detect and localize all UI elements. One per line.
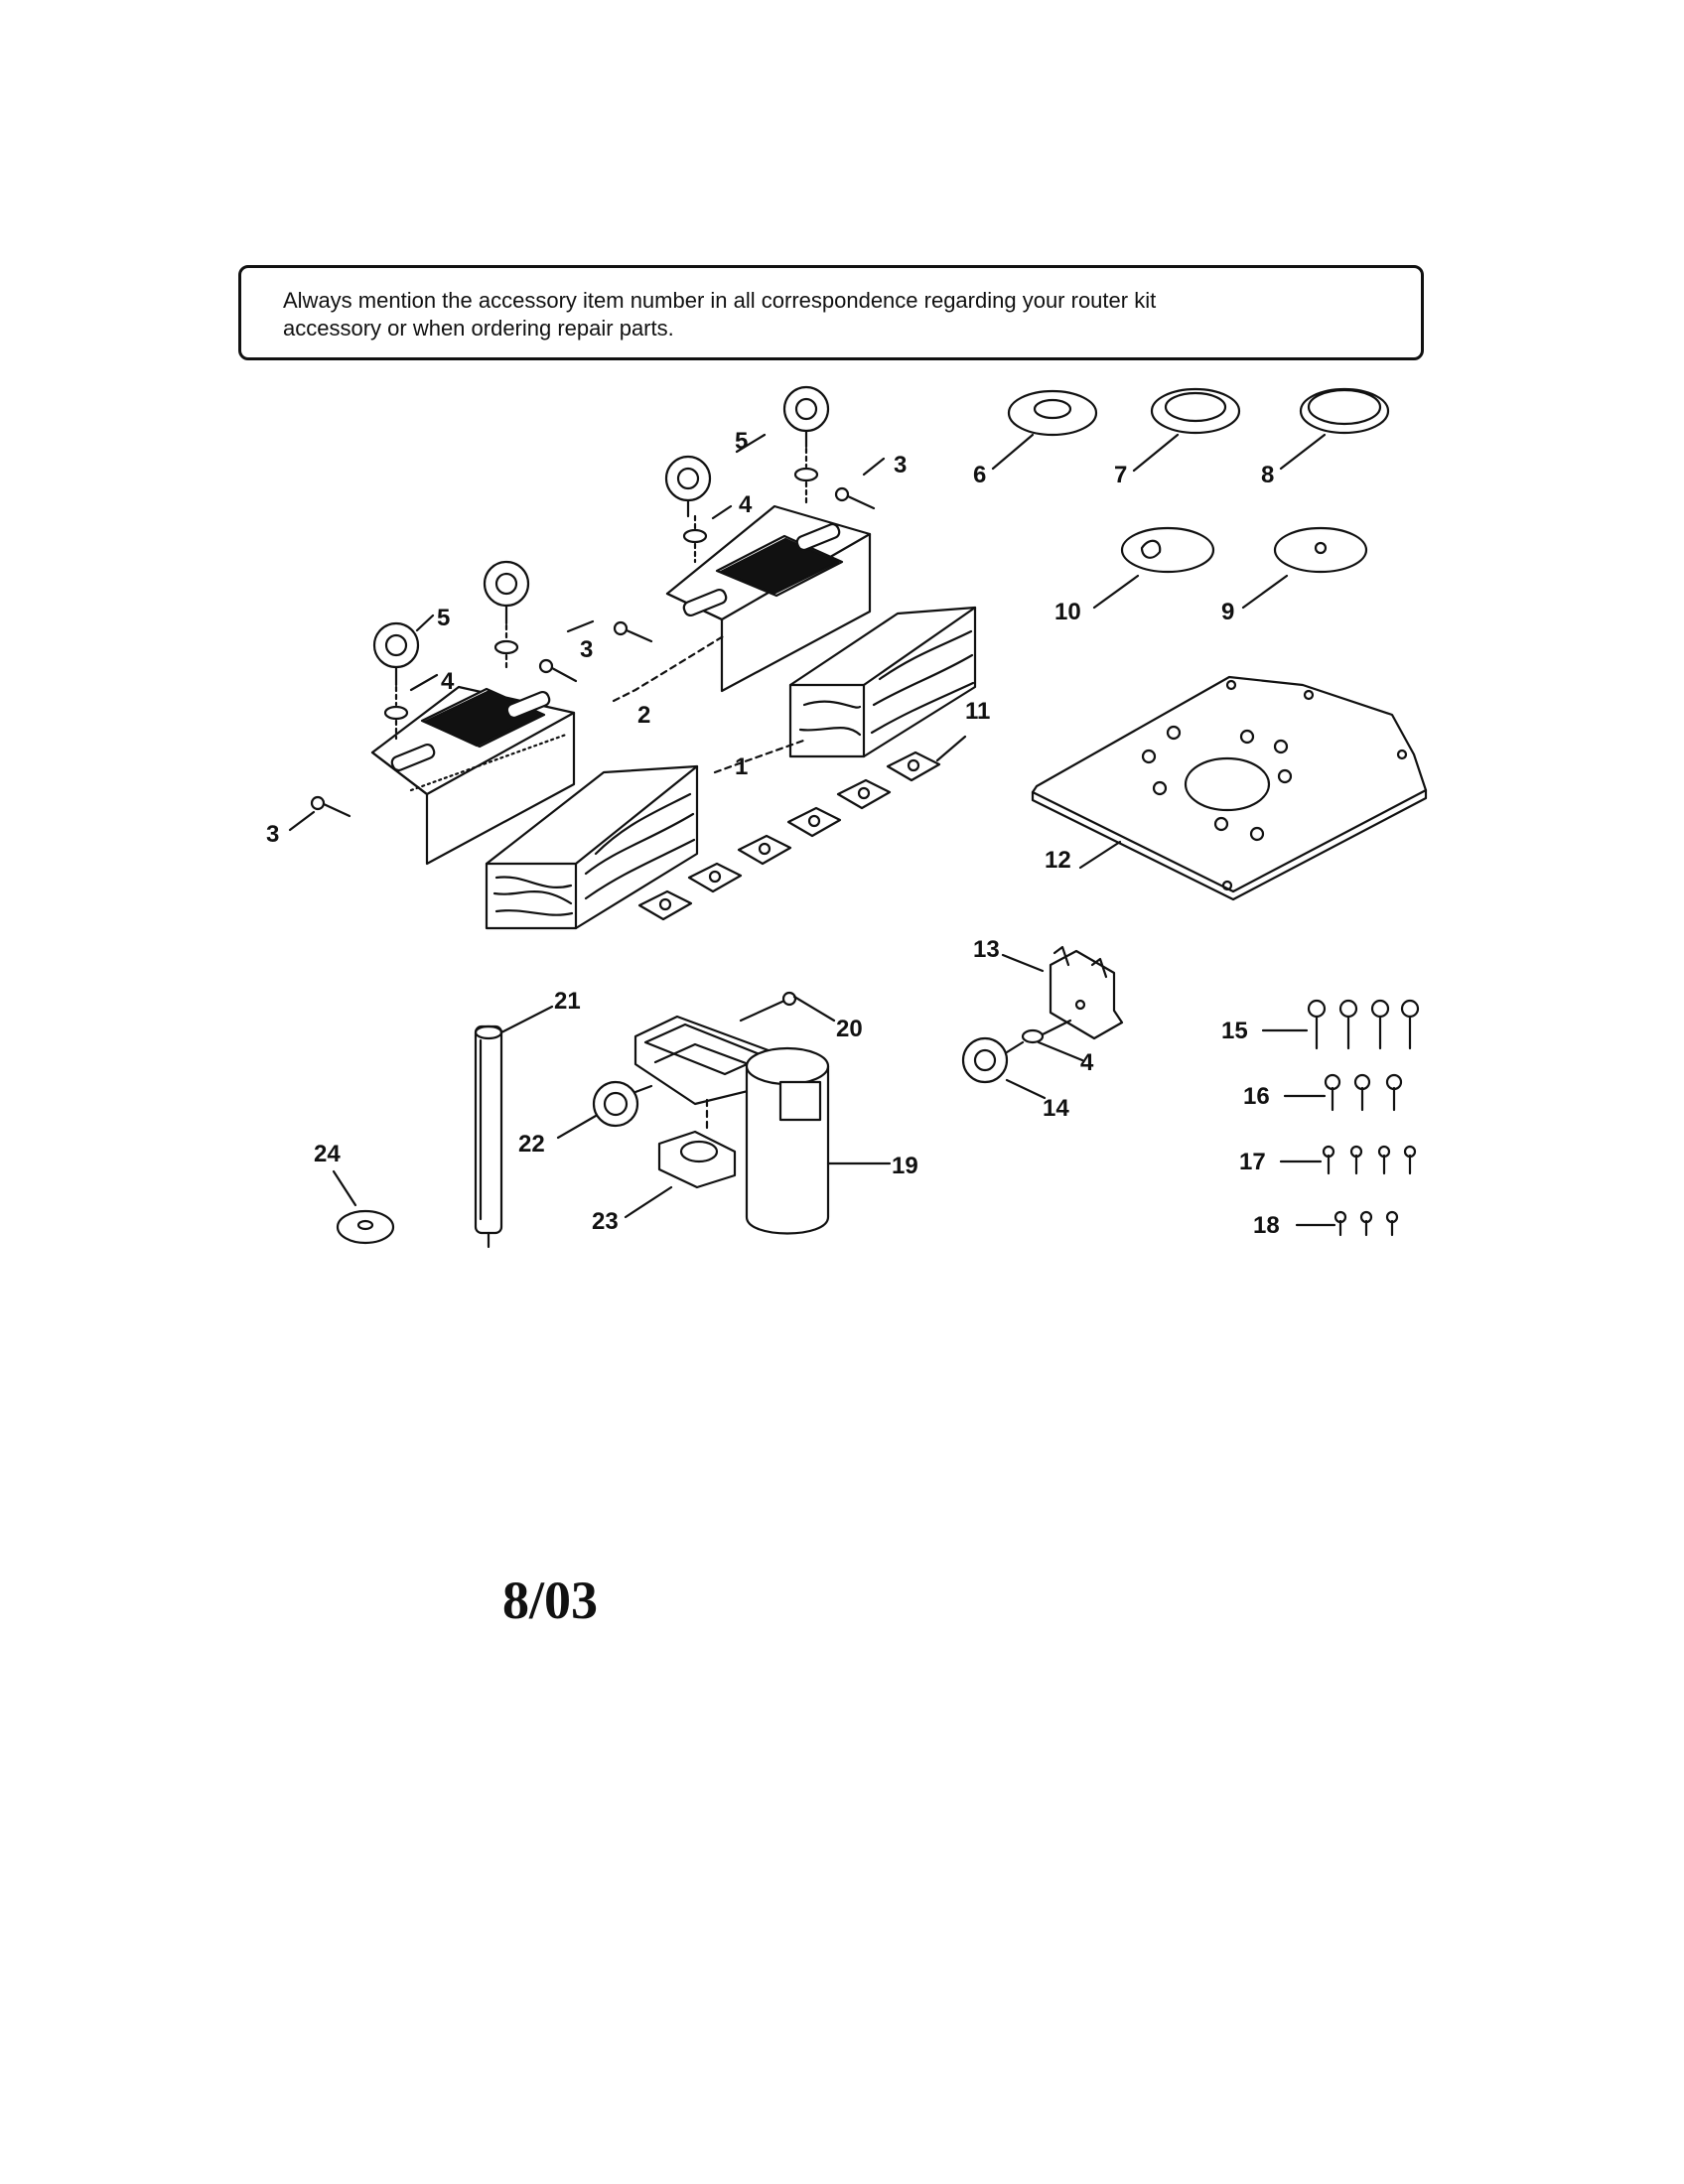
callout-21: 21 <box>554 988 581 1015</box>
callout-6: 6 <box>973 462 986 488</box>
washer-left-rear <box>493 639 519 655</box>
callout-17: 17 <box>1239 1149 1266 1175</box>
screw-3-mid <box>538 658 578 683</box>
callout-5-left: 5 <box>437 605 450 631</box>
callout-3-left: 3 <box>266 821 279 848</box>
base-plate-12 <box>1031 675 1428 901</box>
notice-box: Always mention the accessory item number… <box>238 265 1424 360</box>
callout-15: 15 <box>1221 1018 1248 1044</box>
knob-left-rear <box>483 560 530 625</box>
knob-right-rear <box>782 385 830 449</box>
knob-14 <box>961 1028 1045 1084</box>
screws-18 <box>1295 1210 1399 1237</box>
callout-16: 16 <box>1243 1083 1270 1110</box>
washer-left-front <box>383 705 409 721</box>
knob-right-front <box>664 455 712 518</box>
callout-10: 10 <box>1054 599 1081 625</box>
callout-24: 24 <box>314 1141 341 1167</box>
callout-4-right: 4 <box>739 491 753 518</box>
callout-11: 11 <box>965 698 990 725</box>
ring-6 <box>1007 389 1098 437</box>
screw-3-center <box>613 620 653 643</box>
tube-19 <box>745 1046 830 1235</box>
revision-date: 8/03 <box>502 1570 599 1630</box>
guide-10 <box>1120 526 1215 574</box>
callout-4-bracket: 4 <box>1080 1049 1094 1076</box>
notice-line-1: Always mention the accessory item number… <box>283 288 1157 313</box>
clamp-23 <box>657 1130 737 1189</box>
fence-bracket-right <box>665 504 872 693</box>
callout-3-mid: 3 <box>580 636 593 663</box>
fence-bracket-left <box>370 685 576 866</box>
rod-21 <box>474 1024 503 1249</box>
knob-left-front <box>372 621 420 687</box>
callout-1: 1 <box>735 753 748 780</box>
guide-9 <box>1273 526 1368 574</box>
screw-20 <box>739 991 797 1023</box>
bracket-13 <box>1049 945 1124 1040</box>
washer-right-front <box>682 528 708 544</box>
callout-13: 13 <box>973 936 1000 963</box>
callout-22: 22 <box>518 1131 545 1158</box>
callout-5-right: 5 <box>735 428 748 455</box>
callout-7: 7 <box>1114 462 1127 488</box>
washer-24 <box>336 1209 395 1245</box>
callout-14: 14 <box>1043 1095 1069 1122</box>
screws-15 <box>1261 999 1420 1050</box>
callout-8: 8 <box>1261 462 1274 488</box>
ring-7 <box>1150 387 1241 435</box>
screw-3-right <box>834 486 876 510</box>
callout-3-right: 3 <box>894 452 907 478</box>
wood-fence-right <box>788 606 977 758</box>
wood-fence-left <box>485 764 699 930</box>
callout-4-left: 4 <box>441 668 455 695</box>
notice-line-2: accessory or when ordering repair parts. <box>283 316 674 341</box>
callout-9: 9 <box>1221 599 1234 625</box>
callout-20: 20 <box>836 1016 863 1042</box>
callout-23: 23 <box>592 1208 619 1235</box>
screws-17 <box>1279 1145 1417 1175</box>
ring-8 <box>1299 387 1390 435</box>
callout-12: 12 <box>1045 847 1071 874</box>
screw-3-left <box>310 795 351 818</box>
knob-22 <box>592 1080 653 1128</box>
callout-2: 2 <box>637 702 650 729</box>
callout-18: 18 <box>1253 1212 1280 1239</box>
callout-19: 19 <box>892 1153 918 1179</box>
shims-11 <box>637 751 941 921</box>
washer-right-rear <box>793 467 819 482</box>
screws-16 <box>1283 1073 1403 1112</box>
